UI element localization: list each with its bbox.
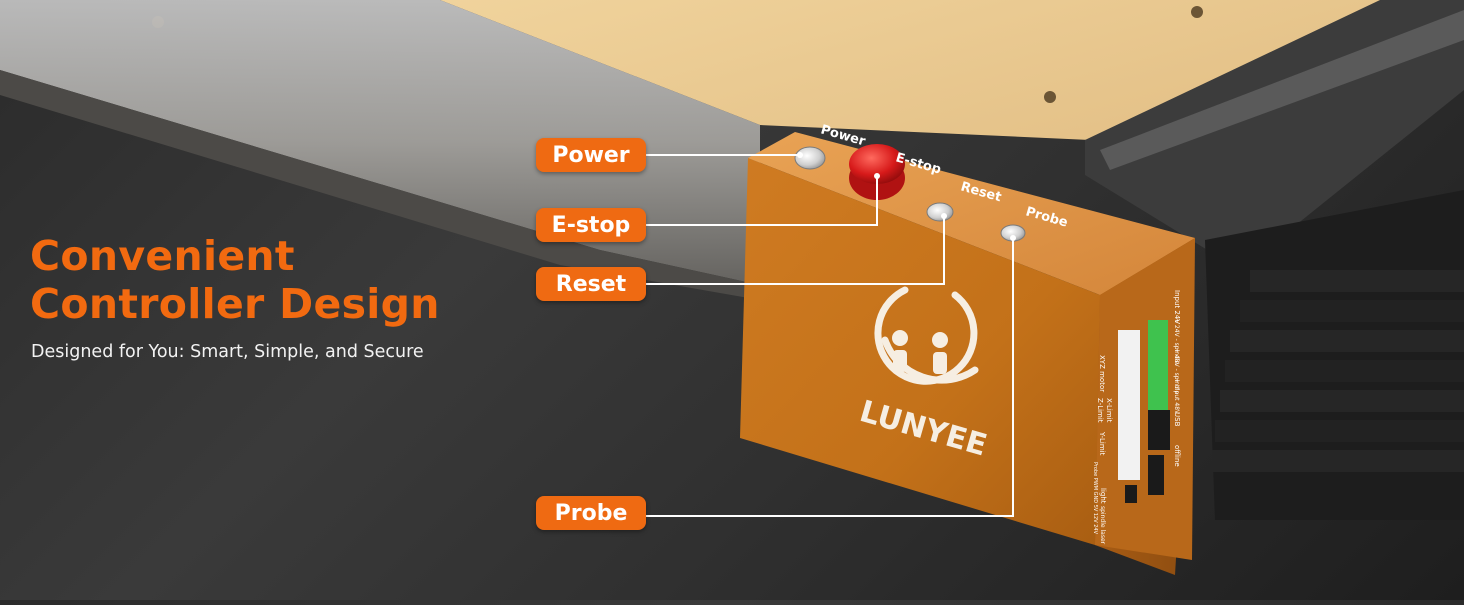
- port-label-light: light: [1099, 488, 1107, 504]
- callout-power: Power: [536, 138, 646, 172]
- headline: Convenient Controller Design: [30, 232, 440, 328]
- brand-logo-figures-icon: [892, 330, 948, 374]
- port-label-xyz-motor: XYZ motor: [1098, 355, 1106, 392]
- callout-lines: [646, 154, 1014, 517]
- port-label-out-48v: + 48V - spindle: [1173, 348, 1180, 395]
- headline-line-2: Controller Design: [30, 280, 440, 328]
- port-label-input-24v: Input 24V: [1173, 290, 1181, 324]
- drag-chain: [1212, 270, 1464, 472]
- port-label-z-limit: Z-Limit: [1096, 398, 1104, 423]
- port-label-y-limit: Y-Limit: [1098, 431, 1106, 456]
- callout-dots: [797, 152, 1016, 241]
- port-label-usb: USB: [1173, 412, 1181, 427]
- port-label-probe-pwm: Probe PWM GND 5V 12V 24V: [1092, 462, 1098, 535]
- reset-button[interactable]: [926, 202, 954, 222]
- port-label-x-limit: X-Limit: [1105, 398, 1113, 423]
- callout-probe: Probe: [536, 496, 646, 530]
- connector-panel: [1118, 320, 1170, 503]
- brand-logo-icon: [874, 286, 979, 385]
- port-label-out-24v: + 24V - spindle: [1173, 318, 1180, 365]
- port-label-offline: offline: [1173, 445, 1181, 467]
- port-label-input-48v: + Input 48V: [1173, 378, 1180, 415]
- callout-estop: E-stop: [536, 208, 646, 242]
- callout-reset: Reset: [536, 267, 646, 301]
- power-button[interactable]: [794, 146, 826, 170]
- headline-line-1: Convenient: [30, 232, 295, 280]
- port-label-spindle-laser: spindle laser: [1099, 506, 1106, 545]
- subtitle: Designed for You: Smart, Simple, and Sec…: [31, 342, 424, 362]
